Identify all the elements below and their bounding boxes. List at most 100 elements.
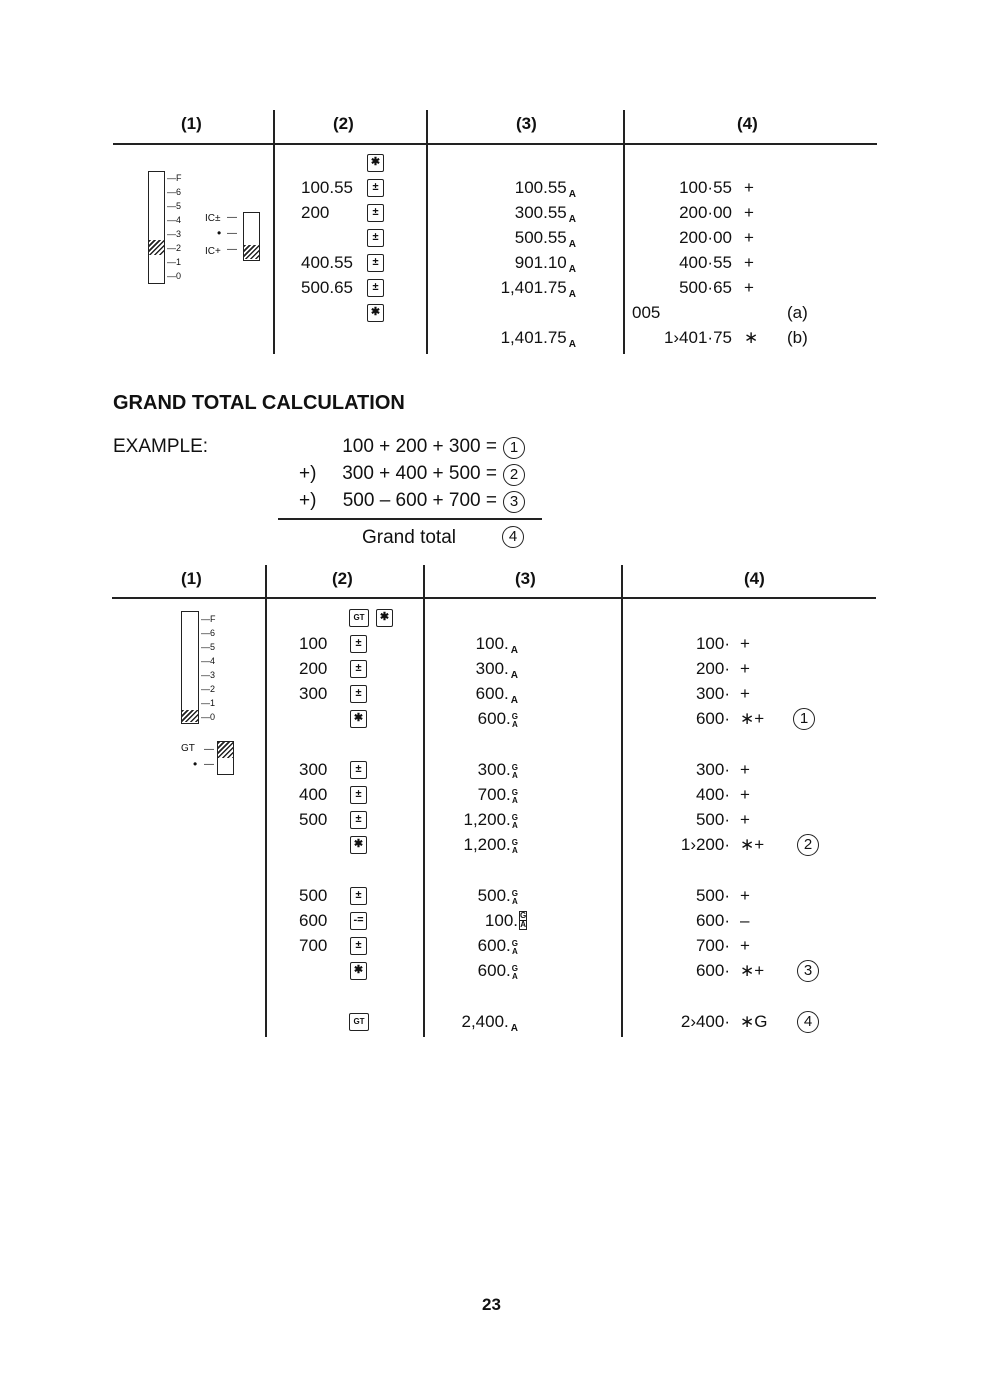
example-result-circle: 2: [503, 464, 525, 486]
t2-col4-symbol: +: [740, 684, 750, 703]
a-mark: A: [511, 846, 518, 855]
t1-col4-symbol: +: [744, 228, 754, 247]
t1-col3-value: 1,401.75: [500, 278, 567, 297]
t2-divider-2: [423, 565, 425, 1037]
t2-col4-value: 400·: [695, 785, 730, 804]
scale-label-text: 2: [176, 243, 182, 253]
gt-switch-dot: •: [193, 757, 198, 771]
t1-col4-value: 005: [632, 303, 661, 322]
t2-col2-key: ✱: [350, 836, 367, 854]
a-mark: A: [510, 1023, 518, 1034]
t2-col3-value: 600.: [477, 709, 511, 728]
t1-col3-sub: A: [568, 289, 576, 300]
t2-col4-circle: 4: [797, 1011, 819, 1033]
t2-col3-value: 700.: [477, 785, 511, 804]
t2-col4-circle: 3: [797, 960, 819, 982]
t1-col3-value: 100.55: [514, 178, 567, 197]
scale-label: —F: [167, 173, 182, 183]
gt-switch-dashes: ——: [204, 744, 214, 770]
t2-col3-value: 100.: [475, 634, 509, 653]
t2-col3-row: 600.A: [476, 684, 518, 706]
t2-col4-value: 2›400·: [680, 1012, 730, 1031]
t1-switch-dashes: ———: [227, 212, 237, 255]
t2-col3-value: 500.: [477, 886, 511, 905]
t2-divider-1: [265, 565, 267, 1037]
t1-selector-bar: [148, 171, 165, 284]
scale-label-text: 1: [210, 698, 216, 708]
t2-col3-row: 300.A: [476, 659, 518, 681]
t1-col3-sub: A: [568, 239, 576, 250]
scale-label-text: 2: [210, 684, 216, 694]
g-mark: G: [520, 911, 527, 921]
example-prefix: +): [299, 463, 317, 484]
t1-col2-key: ✱: [367, 304, 384, 322]
t1-col2-key: ±: [367, 204, 384, 222]
grand-total-label: Grand total: [362, 527, 456, 548]
t1-col3-sub: A: [568, 264, 576, 275]
t2-col3-value: 1,200.: [463, 835, 511, 854]
t2-col4-value: 500·: [695, 886, 730, 905]
t1-col2-key: ±: [367, 179, 384, 197]
scale-label: —4: [201, 656, 216, 666]
t2-col4-value: 600·: [695, 709, 730, 728]
gt-key: GT: [349, 1013, 369, 1031]
t2-col4-symbol: ∗+: [740, 709, 765, 728]
g-mark: G: [511, 788, 518, 797]
a-mark: A: [511, 897, 518, 906]
t2-col2-value: 300: [299, 760, 328, 779]
t2-col4-symbol: ∗G: [740, 1012, 768, 1031]
t1-col2-key: ✱: [367, 154, 384, 172]
t1-selector-position: [149, 240, 164, 255]
t1-col4-value: 500·65: [679, 278, 732, 297]
scale-label-text: 3: [210, 670, 216, 680]
a-mark: A: [511, 972, 518, 981]
t1-col3-sub: A: [568, 189, 576, 200]
t2-col4-symbol: –: [740, 911, 750, 930]
t1-col4-symbol: +: [744, 278, 754, 297]
t2-col2-key: ±: [350, 887, 367, 905]
scale-label-text: 3: [176, 229, 182, 239]
t2-col3-row: 100.A: [476, 634, 518, 656]
g-mark: G: [511, 763, 518, 772]
a-mark: A: [510, 670, 518, 681]
t1-col3-value: 1,401.75: [500, 328, 567, 347]
t2-col3-value: 2,400.: [461, 1012, 509, 1031]
t2-col2-value: 100: [299, 634, 328, 653]
t2-scale: —F—6—5—4—3—2—1—0: [201, 612, 216, 724]
g-mark: G: [511, 813, 518, 822]
t2-header-rule: [112, 597, 876, 599]
scale-label: —5: [201, 642, 216, 652]
t1-col4-value: 1›401·75: [663, 328, 732, 347]
t1-switch-label-bot: IC+: [205, 246, 221, 257]
t2-col3-value: 1,200.: [463, 810, 511, 829]
t1-col4-value: 100·55: [679, 178, 732, 197]
t2-header-1: (1): [181, 569, 202, 588]
scale-label: —1: [167, 257, 182, 267]
scale-label: —2: [201, 684, 216, 694]
t2-col4-value: 1›200·: [680, 835, 730, 854]
a-mark: A: [511, 947, 518, 956]
t2-header-4: (4): [744, 569, 765, 588]
scale-label: —3: [167, 229, 182, 239]
t2-col4-value: 300·: [695, 684, 730, 703]
scale-label-text: 6: [176, 187, 182, 197]
t2-col3-value: 300.: [477, 760, 511, 779]
t2-col2-key: ±: [350, 635, 367, 653]
t2-col2-value: 700: [299, 936, 328, 955]
example-rule: [278, 518, 542, 520]
t2-col2-value: 400: [299, 785, 328, 804]
t2-col4-symbol: +: [740, 936, 750, 955]
t2-col4-value: 600·: [695, 961, 730, 980]
t1-header-rule: [113, 143, 877, 145]
